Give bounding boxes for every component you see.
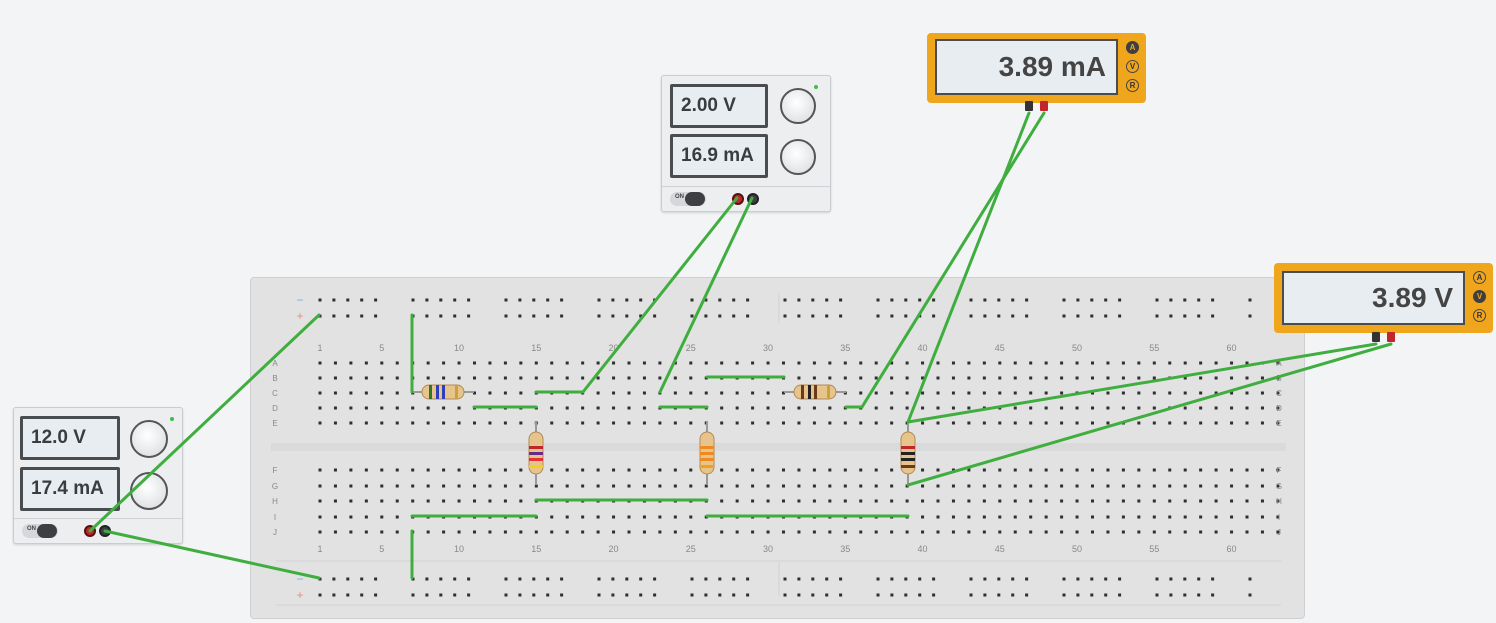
mode-button-a[interactable]: A [1473, 271, 1486, 284]
rail-polarity-label: + [296, 309, 303, 323]
voltage-knob[interactable] [130, 420, 168, 458]
column-number-label: 10 [454, 343, 464, 353]
column-number-label: 20 [609, 343, 619, 353]
ammeter-black-probe-icon[interactable] [1025, 101, 1033, 111]
row-letter-label: C [1276, 389, 1282, 398]
row-letter-label: D [1276, 404, 1282, 413]
column-number-label: 1 [317, 544, 322, 554]
column-number-label: 60 [1227, 544, 1237, 554]
row-letter-label: A [272, 359, 278, 368]
ammeter-red-probe-icon[interactable] [1040, 101, 1048, 111]
breadboard-holes: −+−+115510101515202025253030353540404545… [271, 293, 1286, 606]
column-number-label: 55 [1149, 343, 1159, 353]
voltage-display: 12.0 V [20, 416, 120, 460]
rail-polarity-label: − [296, 293, 303, 307]
row-letter-label: J [273, 528, 277, 537]
multimeter-ammeter[interactable]: 3.89 mA A V R [927, 33, 1146, 103]
row-letter-label: G [1276, 482, 1282, 491]
column-number-label: 30 [763, 544, 773, 554]
rail-polarity-label: + [296, 588, 303, 602]
column-number-label: 30 [763, 343, 773, 353]
cv-indicator-icon [170, 417, 174, 421]
positive-terminal[interactable] [732, 193, 744, 205]
row-letter-label: I [274, 513, 276, 522]
voltmeter-red-probe-icon[interactable] [1387, 332, 1395, 342]
column-number-label: 25 [686, 544, 696, 554]
column-number-label: 40 [918, 343, 928, 353]
column-number-label: 20 [609, 544, 619, 554]
toggle-switch-icon [685, 192, 705, 206]
current-knob[interactable] [780, 139, 816, 175]
column-number-label: 60 [1227, 343, 1237, 353]
mode-button-a[interactable]: A [1126, 41, 1139, 54]
power-toggle-label: ON [27, 526, 36, 532]
psu-footer: ON [662, 186, 830, 211]
psu-footer: ON [14, 518, 182, 543]
column-number-label: 45 [995, 544, 1005, 554]
row-letter-label: A [1276, 359, 1282, 368]
column-number-label: 35 [840, 343, 850, 353]
multimeter-voltmeter[interactable]: 3.89 V A V R [1274, 263, 1493, 333]
column-number-label: 45 [995, 343, 1005, 353]
meter-display: 3.89 V [1282, 271, 1465, 325]
negative-terminal[interactable] [99, 525, 111, 537]
row-letter-label: H [272, 497, 278, 506]
mode-button-v[interactable]: V [1126, 60, 1139, 73]
row-letter-label: F [273, 466, 278, 475]
column-number-label: 5 [379, 544, 384, 554]
column-number-label: 15 [531, 343, 541, 353]
voltmeter-black-probe-icon[interactable] [1372, 332, 1380, 342]
row-letter-label: H [1276, 497, 1282, 506]
column-number-label: 5 [379, 343, 384, 353]
voltage-knob[interactable] [780, 88, 816, 124]
current-display: 16.9 mA [670, 134, 768, 178]
column-number-label: 15 [531, 544, 541, 554]
cv-indicator-icon [814, 85, 818, 89]
power-toggle[interactable]: ON [22, 524, 58, 538]
column-number-label: 1 [317, 343, 322, 353]
column-number-label: 50 [1072, 343, 1082, 353]
power-supply-top[interactable]: 2.00 V 16.9 mA ON [661, 75, 831, 212]
mode-button-r[interactable]: R [1126, 79, 1139, 92]
column-number-label: 35 [840, 544, 850, 554]
row-letter-label: B [272, 374, 277, 383]
mode-button-v[interactable]: V [1473, 290, 1486, 303]
mode-button-r[interactable]: R [1473, 309, 1486, 322]
power-toggle-label: ON [675, 194, 684, 200]
row-letter-label: C [272, 389, 278, 398]
power-supply-main[interactable]: 12.0 V 17.4 mA ON [13, 407, 183, 544]
voltage-display: 2.00 V [670, 84, 768, 128]
row-letter-label: B [1276, 374, 1281, 383]
column-number-label: 25 [686, 343, 696, 353]
rail-polarity-label: − [296, 572, 303, 586]
column-number-label: 55 [1149, 544, 1159, 554]
column-number-label: 40 [918, 544, 928, 554]
row-letter-label: I [1278, 513, 1280, 522]
meter-display: 3.89 mA [935, 39, 1118, 95]
current-knob[interactable] [130, 472, 168, 510]
row-letter-label: F [1277, 466, 1282, 475]
column-number-label: 50 [1072, 544, 1082, 554]
column-number-label: 10 [454, 544, 464, 554]
negative-terminal[interactable] [747, 193, 759, 205]
row-letter-label: E [1276, 419, 1281, 428]
power-toggle[interactable]: ON [670, 192, 706, 206]
toggle-switch-icon [37, 524, 57, 538]
row-letter-label: E [272, 419, 277, 428]
row-letter-label: D [272, 404, 278, 413]
current-display: 17.4 mA [20, 467, 120, 511]
row-letter-label: J [1277, 528, 1281, 537]
row-letter-label: G [272, 482, 278, 491]
positive-terminal[interactable] [84, 525, 96, 537]
